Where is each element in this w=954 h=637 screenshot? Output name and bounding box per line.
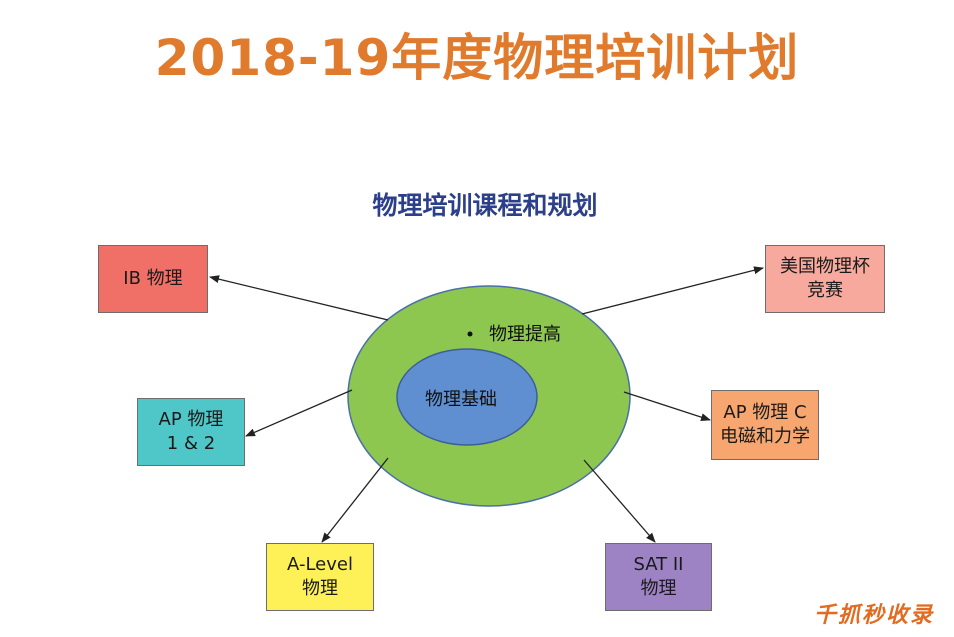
arrow-to-apc bbox=[623, 391, 711, 422]
arrow-to-ib bbox=[209, 275, 389, 321]
bullet-dot bbox=[467, 331, 473, 337]
inner-ellipse-label: 物理基础 bbox=[425, 389, 497, 410]
page-title: 2018-19年度物理培训计划 bbox=[154, 29, 800, 87]
box-physics-cup: 美国物理杯 竞赛 bbox=[765, 245, 885, 313]
box-ib-line1: IB 物理 bbox=[123, 268, 183, 289]
box-usapho-line2: 竞赛 bbox=[807, 280, 843, 301]
inner-ellipse bbox=[396, 348, 538, 446]
arrow-to-ap12 bbox=[245, 389, 353, 437]
box-ap-physics-12: AP 物理 1 & 2 bbox=[137, 398, 245, 466]
box-usapho-line1: 美国物理杯 bbox=[780, 256, 870, 277]
box-alevel-line2: 物理 bbox=[302, 578, 338, 599]
arrow-to-usapho bbox=[581, 266, 764, 315]
arrow-to-sat bbox=[583, 459, 656, 543]
watermark: 千抓秒收录 bbox=[813, 603, 934, 628]
box-ap12-line2: 1 & 2 bbox=[166, 433, 216, 454]
box-sat-line1: SAT II bbox=[633, 554, 684, 575]
box-apc-line1: AP 物理 C bbox=[723, 402, 807, 423]
box-a-level-physics: A-Level 物理 bbox=[266, 543, 374, 611]
box-alevel-line1: A-Level bbox=[287, 554, 353, 575]
diagram-heading: 物理培训课程和规划 bbox=[372, 191, 598, 220]
box-ib-physics: IB 物理 bbox=[98, 245, 208, 313]
box-sat-line2: 物理 bbox=[640, 578, 677, 599]
arrow-to-alevel bbox=[321, 457, 389, 543]
box-ap12-line1: AP 物理 bbox=[158, 409, 224, 430]
box-apc-line2: 电磁和力学 bbox=[720, 426, 810, 447]
outer-ellipse-label: 物理提高 bbox=[489, 324, 561, 345]
box-sat-ii-physics: SAT II 物理 bbox=[605, 543, 712, 611]
box-ap-physics-c: AP 物理 C 电磁和力学 bbox=[711, 390, 819, 460]
